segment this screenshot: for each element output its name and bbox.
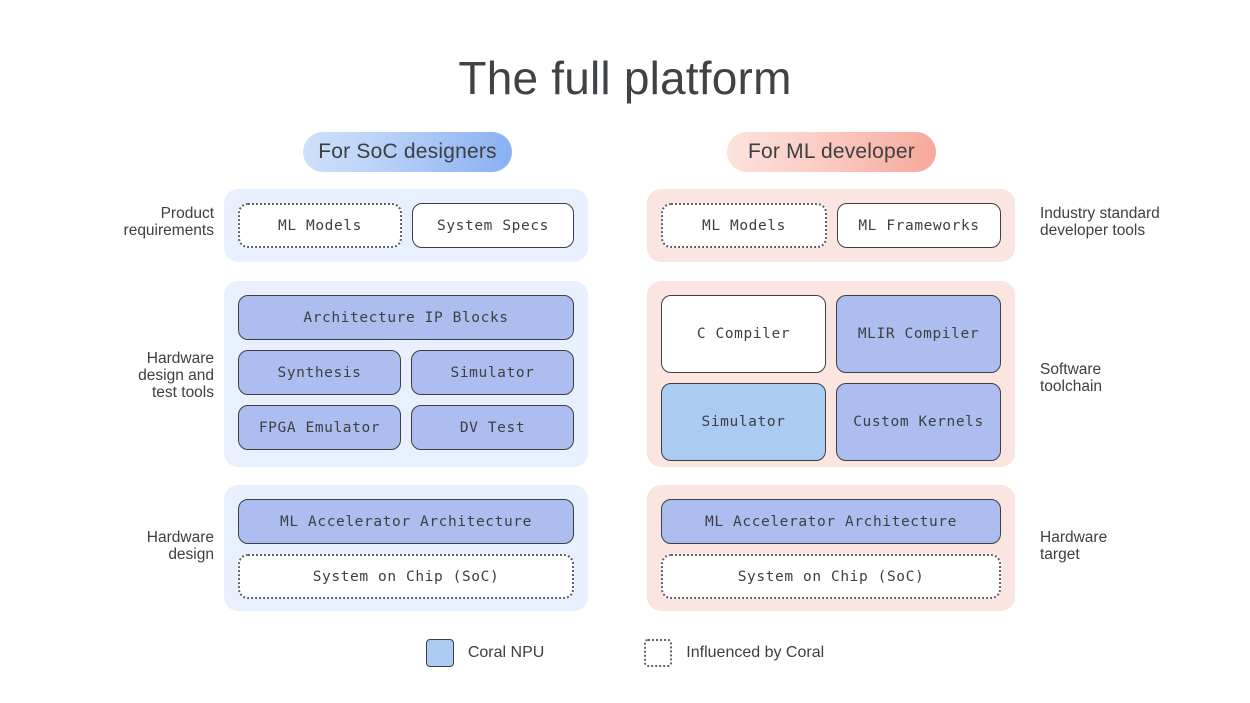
legend: Coral NPU Influenced by Coral [0, 639, 1250, 667]
legend-item-coral-npu: Coral NPU [425, 639, 545, 667]
pill-left-label: For SoC designers [318, 140, 497, 163]
pill-for-soc-designers[interactable]: For SoC designers [303, 132, 512, 172]
box-custom-kernels[interactable]: Custom Kernels [836, 383, 1001, 461]
box-fpga-emulator[interactable]: FPGA Emulator [238, 405, 401, 450]
box-row: C Compiler MLIR Compiler [661, 295, 1001, 373]
box-row: FPGA Emulator DV Test [238, 405, 574, 450]
box-dv-test[interactable]: DV Test [411, 405, 574, 450]
box-row: ML Models ML Frameworks [661, 203, 1001, 248]
box-row: System on Chip (SoC) [661, 554, 1001, 599]
pill-right-label: For ML developer [748, 140, 915, 163]
legend-item-influenced-by-coral: Influenced by Coral [644, 639, 824, 667]
box-row: ML Models System Specs [238, 203, 574, 248]
box-simulator-right[interactable]: Simulator [661, 383, 826, 461]
box-ml-models-right[interactable]: ML Models [661, 203, 827, 248]
box-row: ML Accelerator Architecture [661, 499, 1001, 544]
page-title: The full platform [458, 52, 792, 104]
right-panel-hardware-target: ML Accelerator Architecture System on Ch… [647, 485, 1015, 611]
box-ml-frameworks[interactable]: ML Frameworks [837, 203, 1001, 248]
box-row: Architecture IP Blocks [238, 295, 574, 340]
legend-label-coral-npu: Coral NPU [467, 644, 545, 661]
box-system-on-chip-left[interactable]: System on Chip (SoC) [238, 554, 574, 599]
influenced-by-coral-swatch-icon [644, 639, 673, 667]
right-panel-industry-standard-developer-tools: ML Models ML Frameworks [647, 189, 1015, 262]
box-mlir-compiler[interactable]: MLIR Compiler [836, 295, 1001, 373]
box-ml-models-left[interactable]: ML Models [238, 203, 402, 248]
right-panel-software-toolchain: C Compiler MLIR Compiler Simulator Custo… [647, 281, 1015, 467]
box-system-on-chip-right[interactable]: System on Chip (SoC) [661, 554, 1001, 599]
box-row: System on Chip (SoC) [238, 554, 574, 599]
box-simulator-left[interactable]: Simulator [411, 350, 574, 395]
left-panel-product-requirements: ML Models System Specs [224, 189, 588, 262]
box-system-specs[interactable]: System Specs [412, 203, 574, 248]
box-synthesis[interactable]: Synthesis [238, 350, 401, 395]
left-panel-hardware-design-and-test-tools: Architecture IP Blocks Synthesis Simulat… [224, 281, 588, 467]
coral-npu-swatch-icon [425, 639, 454, 667]
box-row: Simulator Custom Kernels [661, 383, 1001, 461]
box-ml-accelerator-architecture-right[interactable]: ML Accelerator Architecture [661, 499, 1001, 544]
legend-label-influenced-by-coral: Influenced by Coral [686, 644, 825, 661]
pill-for-ml-developer[interactable]: For ML developer [727, 132, 936, 172]
box-row: ML Accelerator Architecture [238, 499, 574, 544]
box-architecture-ip-blocks[interactable]: Architecture IP Blocks [238, 295, 574, 340]
box-row: Synthesis Simulator [238, 350, 574, 395]
box-ml-accelerator-architecture-left[interactable]: ML Accelerator Architecture [238, 499, 574, 544]
box-c-compiler[interactable]: C Compiler [661, 295, 826, 373]
left-panel-hardware-design: ML Accelerator Architecture System on Ch… [224, 485, 588, 611]
